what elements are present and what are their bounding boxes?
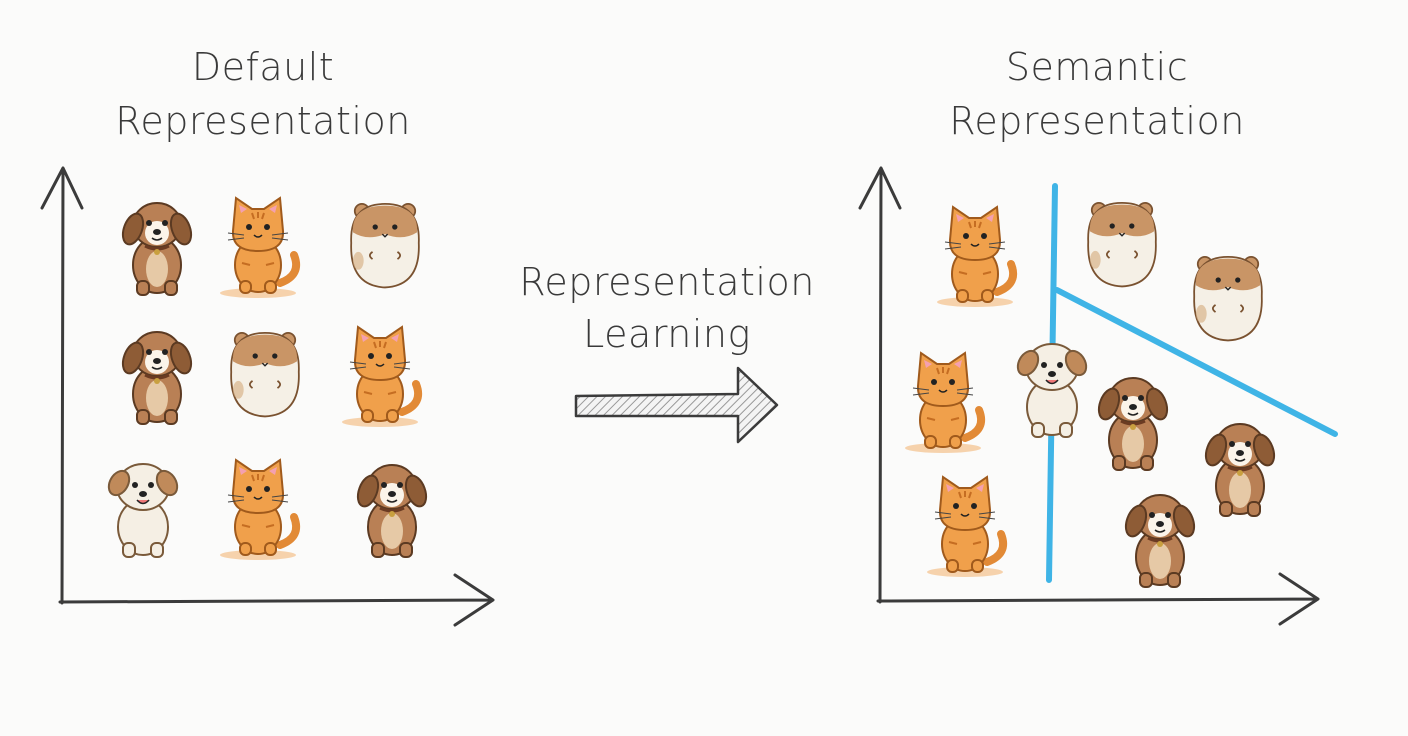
right-arrow-icon: [574, 366, 779, 444]
white-dog-icon: [103, 463, 183, 558]
dog-icon: [117, 201, 197, 297]
middle-label-line2: Learning: [583, 312, 751, 356]
hamster-icon: [1193, 255, 1263, 342]
cat-icon: [220, 460, 296, 560]
cat-icon: [927, 477, 1003, 577]
cat-icon: [220, 198, 296, 298]
representation-learning: Representation Learning: [519, 260, 815, 444]
left-y-axis: [40, 166, 84, 605]
decision-boundary-diagonal: [1054, 287, 1338, 437]
hamster-icon: [230, 331, 300, 418]
left-title-line2: Representation: [115, 99, 411, 143]
cat-icon: [937, 207, 1013, 307]
cat-icon: [342, 327, 418, 427]
right-panel: Semantic Representation: [858, 45, 1338, 626]
right-animal-cluster: [905, 201, 1280, 589]
dog-icon: [1120, 493, 1200, 589]
dog-icon: [1093, 376, 1173, 472]
right-title-line2: Representation: [949, 99, 1245, 143]
left-x-axis: [58, 573, 495, 627]
right-x-axis: [876, 572, 1320, 626]
hamster-icon: [350, 202, 420, 289]
dog-icon: [1200, 422, 1280, 518]
dog-icon: [352, 463, 432, 559]
left-panel: Default Representation: [40, 45, 495, 627]
right-y-axis: [858, 166, 902, 604]
right-title-line1: Semantic: [1006, 45, 1188, 89]
middle-label-line1: Representation: [519, 260, 815, 304]
left-title-line1: Default: [192, 45, 334, 89]
cat-icon: [905, 353, 981, 453]
left-animal-grid: [103, 198, 432, 560]
dog-icon: [117, 330, 197, 426]
white-dog-icon: [1012, 343, 1092, 438]
hamster-icon: [1087, 201, 1157, 288]
